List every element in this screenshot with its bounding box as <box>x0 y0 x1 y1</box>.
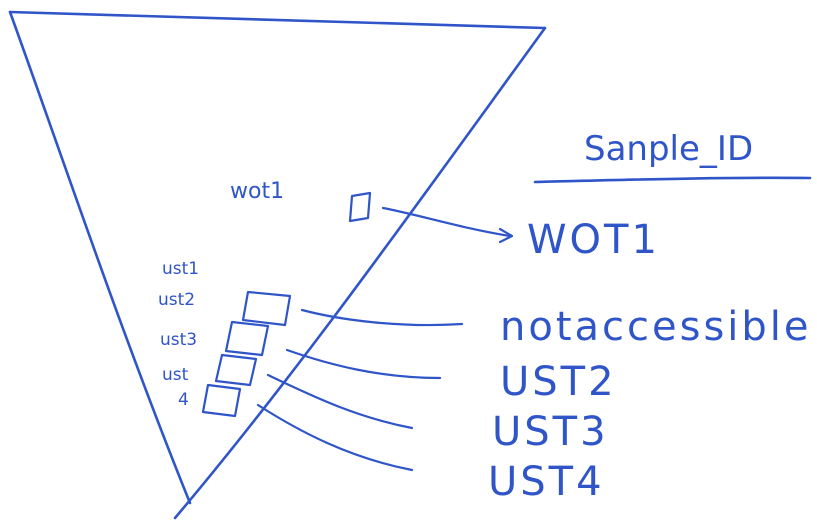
label-ust2-left: ust2 <box>158 290 195 310</box>
title-underline <box>533 176 812 184</box>
funnel-left-edge <box>8 10 192 505</box>
label-ust2-right: UST2 <box>500 359 617 405</box>
wot1-connector <box>381 206 512 238</box>
funnel-right-edge <box>173 26 547 520</box>
label-ust3-left: ust3 <box>160 330 197 350</box>
connector-not-accessible <box>300 308 464 327</box>
ust1-box <box>241 290 292 327</box>
connector-ust3 <box>266 373 414 430</box>
wot1-arrow-head <box>498 227 514 244</box>
wot1-box <box>348 191 372 223</box>
ust2-box <box>224 320 270 357</box>
connector-ust2 <box>285 348 442 380</box>
label-wot1-left: wot1 <box>230 179 284 204</box>
label-ust3-right: UST3 <box>492 409 609 455</box>
label-ust1-left: ust1 <box>162 259 199 279</box>
label-ust4-left-b: 4 <box>178 390 189 410</box>
ust4-box <box>201 383 242 418</box>
funnel-top-edge <box>8 10 547 30</box>
label-wot1-right: WOT1 <box>527 217 660 263</box>
sample-id-title: Sanple_ID <box>584 129 753 169</box>
ust3-box <box>214 353 258 387</box>
connector-ust4 <box>256 403 414 472</box>
label-not-accessible: notaccessible <box>500 304 812 350</box>
label-ust4-left-a: ust <box>162 365 189 385</box>
label-ust4-right: UST4 <box>488 459 605 505</box>
